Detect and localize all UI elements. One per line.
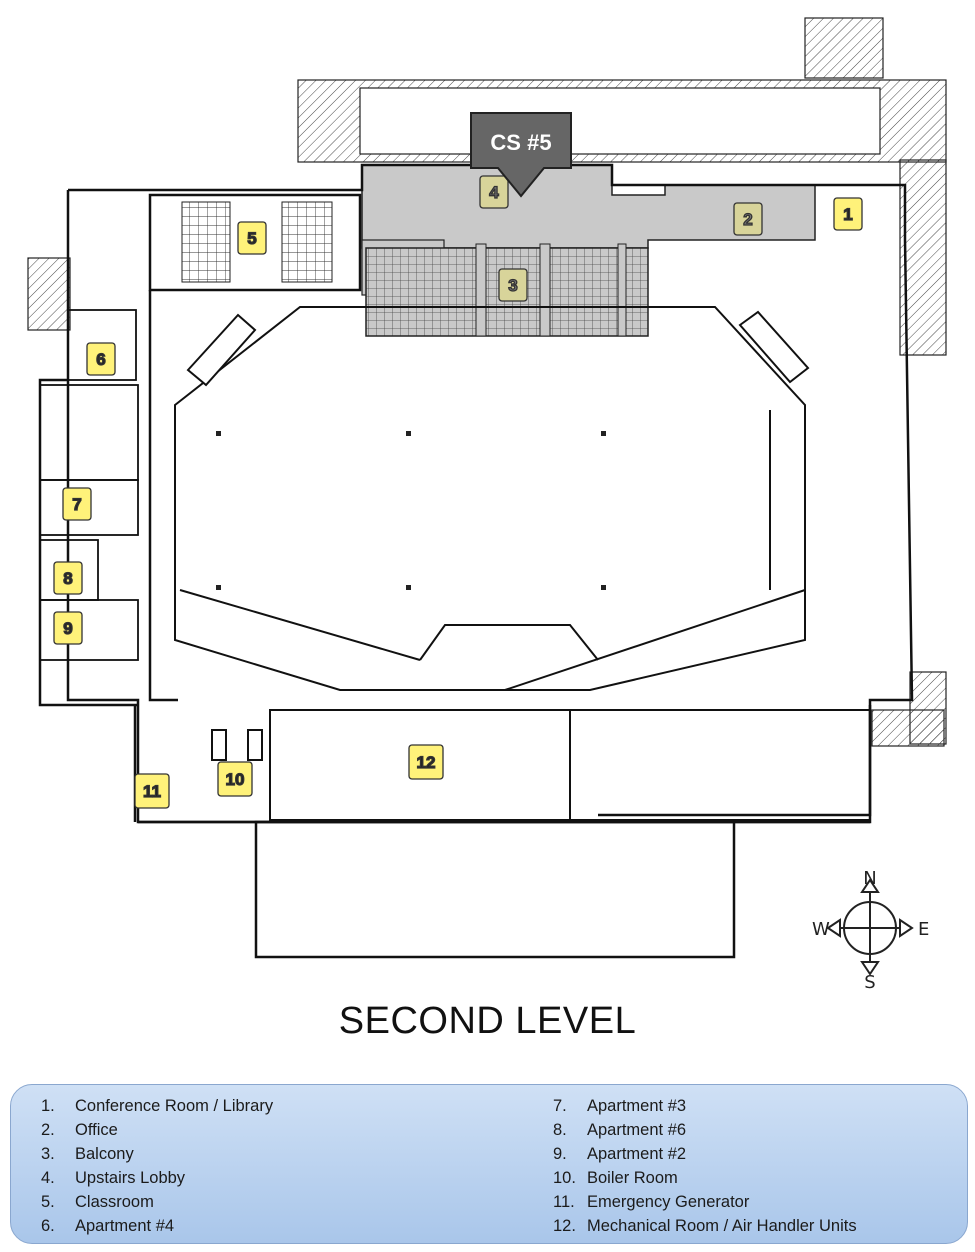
mechanical-section xyxy=(211,709,871,821)
room-legend: 1. Conference Room / Library 2. Office 3. B… xyxy=(10,1084,968,1244)
compass-south: S xyxy=(864,972,875,993)
compass-north: N xyxy=(863,868,876,889)
room-number: 8 xyxy=(63,569,72,588)
room-marker-3: 3 xyxy=(498,268,528,302)
legend-label: Apartment #2 xyxy=(587,1145,687,1163)
room-marker-12: 12 xyxy=(408,744,444,780)
legend-label: Emergency Generator xyxy=(587,1193,750,1211)
legend-item: 10. Boiler Room xyxy=(553,1166,857,1190)
room-marker-8: 8 xyxy=(53,561,83,595)
legend-column-right: 7. Apartment #3 8. Apartment #6 9. Apartmen… xyxy=(553,1094,857,1238)
legend-item: 7. Apartment #3 xyxy=(553,1094,857,1118)
legend-item: 12. Mechanical Room / Air Handler Units xyxy=(553,1214,857,1238)
level-title: SECOND LEVEL xyxy=(338,1000,637,1042)
west-apartments xyxy=(39,309,139,661)
callout-label: CS #5 xyxy=(490,130,551,155)
compass-rose: N S E W xyxy=(812,868,929,993)
legend-number: 9. xyxy=(553,1145,567,1163)
legend-label: Classroom xyxy=(75,1193,154,1211)
legend-label: Mechanical Room / Air Handler Units xyxy=(587,1217,857,1235)
legend-number: 8. xyxy=(553,1121,567,1139)
legend-label: Balcony xyxy=(75,1145,134,1163)
room-number: 9 xyxy=(63,619,72,638)
room-number: 7 xyxy=(72,495,81,514)
room-markers: 1 2 3 4 5 6 7 8 9 10 11 12 xyxy=(53,175,863,809)
column-markers xyxy=(216,431,606,590)
cs5-callout: CS #5 xyxy=(470,112,572,198)
legend-label: Conference Room / Library xyxy=(75,1097,274,1115)
legend-number: 2. xyxy=(41,1121,55,1139)
auditorium xyxy=(174,306,806,691)
legend-label: Apartment #4 xyxy=(75,1217,175,1235)
room-marker-7: 7 xyxy=(62,487,92,521)
legend-label: Upstairs Lobby xyxy=(75,1169,186,1187)
legend-item: 3. Balcony xyxy=(41,1142,273,1166)
room-number: 11 xyxy=(143,782,161,801)
roof-hatching xyxy=(27,17,947,747)
room-number: 4 xyxy=(489,183,499,202)
room-number: 6 xyxy=(96,350,105,369)
legend-item: 5. Classroom xyxy=(41,1190,273,1214)
legend-number: 1. xyxy=(41,1097,55,1115)
room-number: 10 xyxy=(226,770,245,789)
classroom-desks xyxy=(181,201,333,283)
room-marker-4: 4 xyxy=(479,175,509,209)
room-number: 5 xyxy=(247,229,256,248)
legend-item: 9. Apartment #2 xyxy=(553,1142,857,1166)
room-number: 12 xyxy=(417,753,436,772)
legend-item: 11. Emergency Generator xyxy=(553,1190,857,1214)
legend-column-left: 1. Conference Room / Library 2. Office 3. B… xyxy=(41,1094,273,1238)
room-marker-2: 2 xyxy=(733,202,763,236)
legend-label: Apartment #3 xyxy=(587,1097,687,1115)
legend-item: 1. Conference Room / Library xyxy=(41,1094,273,1118)
legend-number: 11. xyxy=(553,1193,575,1211)
room-marker-5: 5 xyxy=(237,221,267,255)
legend-item: 8. Apartment #6 xyxy=(553,1118,857,1142)
legend-item: 6. Apartment #4 xyxy=(41,1214,273,1238)
room-number: 2 xyxy=(743,210,752,229)
room-number: 3 xyxy=(508,276,517,295)
legend-item: 2. Office xyxy=(41,1118,273,1142)
room-marker-6: 6 xyxy=(86,342,116,376)
room-number: 1 xyxy=(843,205,852,224)
legend-label: Office xyxy=(75,1121,118,1139)
compass-east: E xyxy=(918,919,929,940)
legend-number: 7. xyxy=(553,1097,567,1115)
legend-number: 10. xyxy=(553,1169,576,1187)
compass-west: W xyxy=(812,919,830,940)
legend-number: 5. xyxy=(41,1193,55,1211)
room-marker-11: 11 xyxy=(134,773,170,809)
legend-number: 6. xyxy=(41,1217,55,1235)
room-marker-9: 9 xyxy=(53,611,83,645)
balcony-boxes xyxy=(186,310,810,387)
legend-number: 12. xyxy=(553,1217,576,1235)
room-marker-1: 1 xyxy=(833,197,863,231)
legend-item: 4. Upstairs Lobby xyxy=(41,1166,273,1190)
legend-number: 4. xyxy=(41,1169,55,1187)
legend-number: 3. xyxy=(41,1145,55,1163)
legend-label: Boiler Room xyxy=(587,1169,678,1187)
legend-label: Apartment #6 xyxy=(587,1121,687,1139)
floor-plan: 1 2 3 4 5 6 7 8 9 10 11 12 CS #5 N S E W xyxy=(27,17,947,993)
room-marker-10: 10 xyxy=(217,761,253,797)
